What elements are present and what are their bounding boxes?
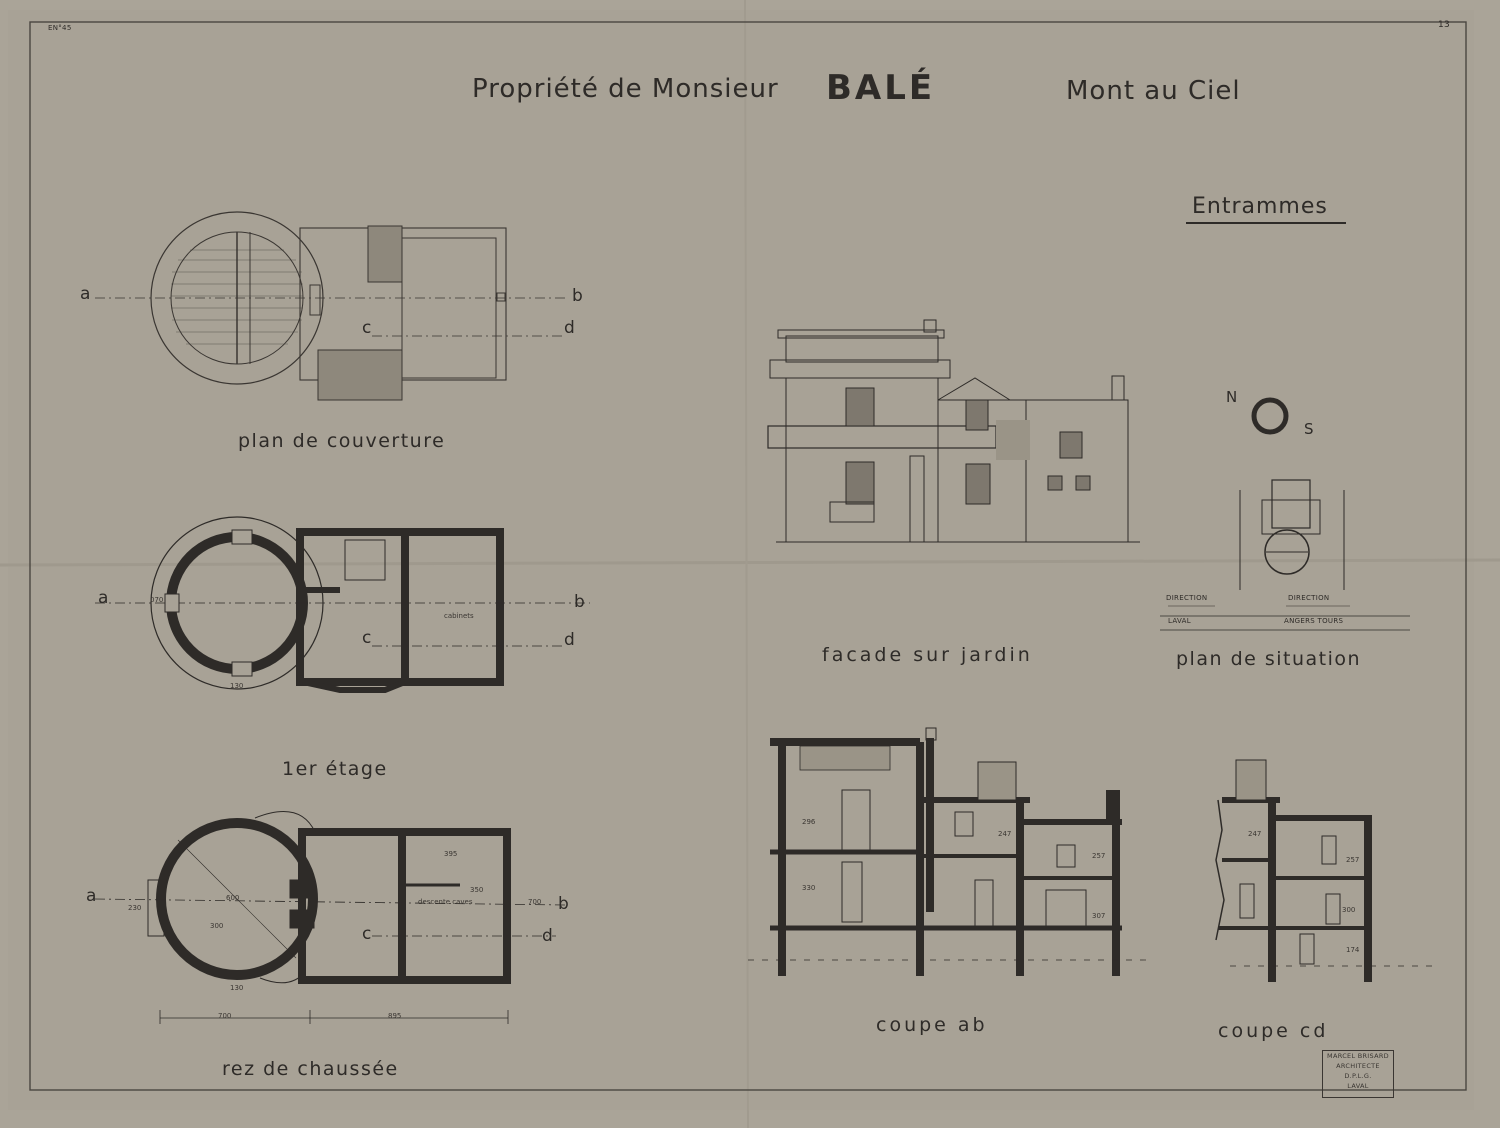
compass	[1251, 397, 1289, 435]
section-letter-c: c	[362, 318, 373, 338]
caption-facade: facade sur jardin	[822, 644, 1033, 666]
dimension-label: 230	[128, 904, 142, 912]
ground-floor-plan	[94, 811, 567, 1024]
dimension-label: 300	[1342, 906, 1356, 914]
town-name: Entrammes	[1192, 194, 1328, 219]
roof-plan	[95, 211, 566, 401]
dimension-label: 700	[528, 898, 542, 906]
dimension-label: 700	[218, 1012, 232, 1020]
section-letter-a: a	[98, 588, 110, 608]
cabinet-label: cabinets	[444, 612, 474, 620]
dimension-label: 300	[210, 922, 224, 930]
caption-ground-floor: rez de chaussée	[222, 1058, 399, 1080]
stamp-line: MARCEL BRISARD	[1327, 1052, 1389, 1060]
stamp-line: LAVAL	[1347, 1082, 1369, 1090]
cellar-label: descente caves	[418, 898, 473, 906]
compass-south: S	[1304, 420, 1315, 438]
section-letter-d: d	[564, 630, 576, 650]
section-letter-c: c	[362, 924, 373, 944]
caption-roof-plan: plan de couverture	[238, 430, 446, 452]
dimension-label: 330	[802, 884, 816, 892]
section-ab	[748, 727, 1150, 976]
dimension-label: 130	[230, 682, 244, 690]
title-owner: BALÉ	[826, 68, 936, 108]
architect-stamp: MARCEL BRISARD ARCHITECTE D.P.L.G. LAVAL	[1322, 1050, 1394, 1098]
dimension-label: 307	[1092, 912, 1106, 920]
section-letter-b: b	[558, 894, 570, 914]
dimension-label: 600	[226, 894, 240, 902]
title-prefix: Propriété de Monsieur	[472, 74, 779, 104]
caption-section-ab: coupe ab	[876, 1014, 988, 1036]
dimension-label: 257	[1346, 856, 1360, 864]
dimension-label: 350	[470, 886, 484, 894]
corner-number: 13	[1438, 20, 1451, 30]
compass-north: N	[1226, 388, 1239, 406]
situation-plan	[1160, 479, 1410, 631]
stamp-line: D.P.L.G.	[1344, 1072, 1372, 1080]
dimension-label: 395	[444, 850, 458, 858]
caption-situation: plan de situation	[1176, 648, 1362, 670]
direction-left-label: DIRECTION	[1166, 594, 1208, 602]
section-letter-a: a	[86, 886, 98, 906]
direction-right-city: ANGERS TOURS	[1284, 617, 1344, 625]
section-letter-d: d	[542, 926, 554, 946]
dimension-label: 070	[150, 596, 164, 604]
direction-right-label: DIRECTION	[1288, 594, 1330, 602]
dimension-label: 895	[388, 1012, 402, 1020]
title-place: Mont au Ciel	[1066, 76, 1241, 106]
dimension-label: 296	[802, 818, 816, 826]
town-underline	[1186, 222, 1346, 224]
stamp-line: ARCHITECTE	[1336, 1062, 1380, 1070]
section-letter-b: b	[572, 286, 584, 306]
dimension-label: 247	[1248, 830, 1262, 838]
dimension-label: 247	[998, 830, 1012, 838]
section-cd	[1215, 759, 1440, 982]
section-letter-d: d	[564, 318, 576, 338]
section-letter-b: b	[574, 592, 586, 612]
dimension-label: 130	[230, 984, 244, 992]
garden-facade	[767, 319, 1140, 543]
sheet-border	[29, 21, 1467, 1091]
direction-left-city: LAVAL	[1168, 617, 1191, 625]
section-letter-a: a	[80, 284, 92, 304]
dimension-label: 174	[1346, 946, 1360, 954]
dimension-label: 257	[1092, 852, 1106, 860]
first-floor-plan	[95, 516, 590, 693]
caption-section-cd: coupe cd	[1218, 1020, 1329, 1042]
section-letter-c: c	[362, 628, 373, 648]
corner-reference: EN°45	[48, 24, 72, 32]
caption-first-floor: 1er étage	[282, 758, 388, 780]
